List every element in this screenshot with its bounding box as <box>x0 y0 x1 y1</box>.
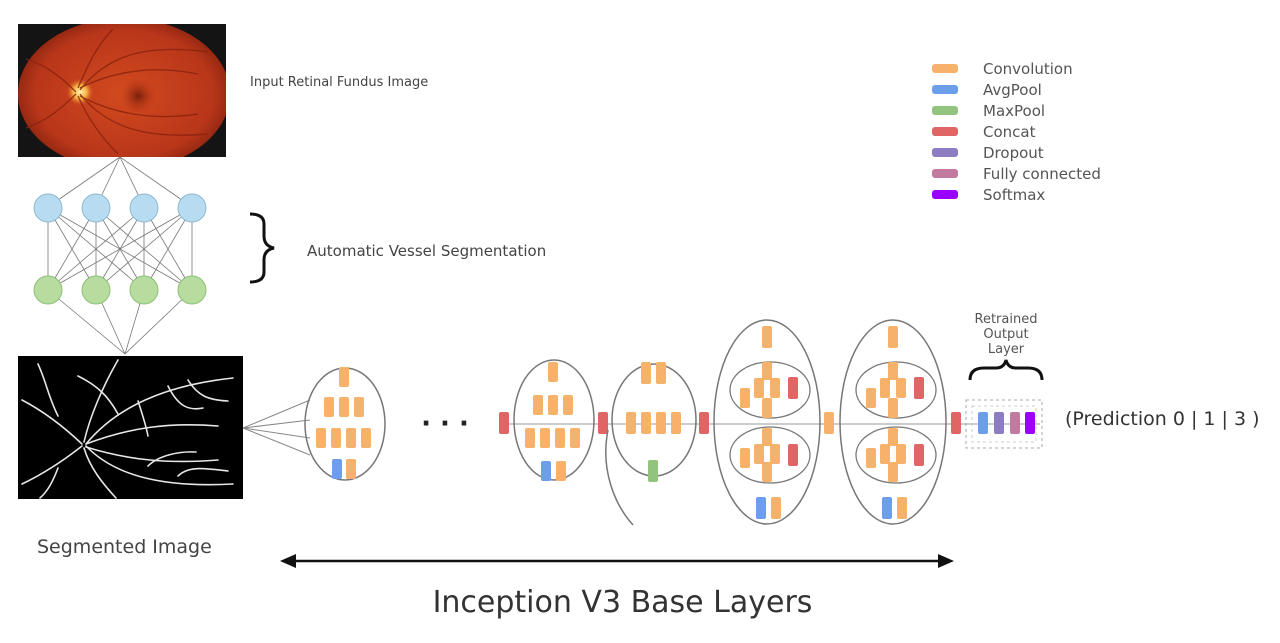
softmax-swatch <box>932 190 958 199</box>
base-layers-title: Inception V3 Base Layers <box>432 585 813 620</box>
legend-label: Concat <box>983 122 1036 141</box>
inception-module-5 <box>839 319 947 525</box>
legend-label: MaxPool <box>983 101 1046 120</box>
output-node <box>33 275 63 305</box>
output-nodes <box>33 275 207 305</box>
inception-module-1 <box>304 367 386 481</box>
input-image-label: Input Retinal Fundus Image <box>250 75 429 90</box>
segmented-image-label: Segmented Image <box>37 536 212 558</box>
dropout-swatch <box>932 148 958 157</box>
legend-label: Dropout <box>983 143 1044 162</box>
segmentation-network <box>47 156 193 355</box>
retrained-label-line2: Output <box>983 327 1028 342</box>
legend-item-avgpool: AvgPool <box>932 79 1101 100</box>
input-node <box>129 193 159 223</box>
inception-module-3 <box>605 362 697 526</box>
fully-connected-swatch <box>932 169 958 178</box>
legend-item-softmax: Softmax <box>932 184 1101 205</box>
legend-label: Convolution <box>983 59 1073 78</box>
base-layers-arrow <box>280 554 954 568</box>
input-nodes <box>33 193 207 223</box>
output-node <box>81 275 111 305</box>
convolution-swatch <box>932 64 958 73</box>
segmented-image <box>18 356 243 499</box>
retrained-label-line3: Layer <box>988 342 1025 357</box>
legend: Convolution AvgPool MaxPool Concat Dropo… <box>932 58 1101 205</box>
legend-label: Fully connected <box>983 164 1101 183</box>
retrained-output-layer <box>965 399 1043 449</box>
segmentation-brace <box>249 212 275 284</box>
legend-item-maxpool: MaxPool <box>932 100 1101 121</box>
avgpool-swatch <box>932 85 958 94</box>
maxpool-swatch <box>932 106 958 115</box>
inception-module-2 <box>513 359 595 481</box>
segmentation-label: Automatic Vessel Segmentation <box>307 242 547 260</box>
legend-item-convolution: Convolution <box>932 58 1101 79</box>
output-node <box>177 275 207 305</box>
ellipsis: · · · <box>421 409 469 439</box>
retrained-brace <box>968 359 1044 381</box>
legend-item-fully-connected: Fully connected <box>932 163 1101 184</box>
fundus-image <box>18 24 226 157</box>
legend-label: Softmax <box>983 185 1046 204</box>
input-node <box>81 193 111 223</box>
retrained-label-line1: Retrained <box>975 312 1038 327</box>
input-node <box>33 193 63 223</box>
inception-module-4 <box>713 319 821 525</box>
legend-item-concat: Concat <box>932 121 1101 142</box>
prediction-label: (Prediction 0 | 1 | 3 ) <box>1065 408 1260 430</box>
output-node <box>129 275 159 305</box>
input-node <box>177 193 207 223</box>
concat-swatch <box>932 127 958 136</box>
legend-label: AvgPool <box>983 80 1042 99</box>
legend-item-dropout: Dropout <box>932 142 1101 163</box>
